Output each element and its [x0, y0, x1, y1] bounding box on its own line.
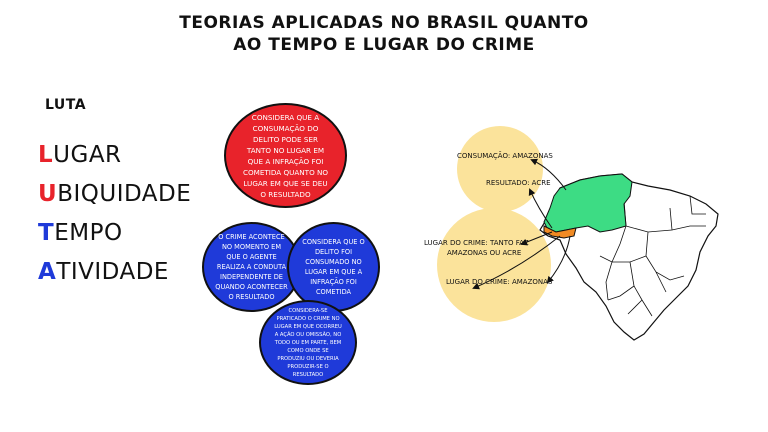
mnemonic-rest-lugar: UGAR: [53, 142, 122, 168]
circle-ubiquidade-text: CONSIDERA QUE A CONSUMAÇÃO DO DELITO POD…: [242, 112, 329, 199]
circle-atividade-text: O CRIME ACONTECE NO MOMENTO EM QUE O AGE…: [215, 233, 288, 301]
mnemonic-rest-atividade: TIVIDADE: [56, 259, 169, 285]
state-amazonas: [543, 173, 633, 233]
circle-ubiquidade: CONSIDERA QUE A CONSUMAÇÃO DO DELITO POD…: [224, 103, 347, 208]
mnemonic-item-tempo: TEMPO: [38, 214, 191, 253]
label-lugar-amazonas: LUGAR DO CRIME: AMAZONAS: [446, 278, 553, 286]
label-tanto-faz-line2: AMAZONAS OU ACRE: [447, 249, 522, 257]
title-line-1: TEORIAS APLICADAS NO BRASIL QUANTO: [179, 13, 589, 33]
page-title: TEORIAS APLICADAS NO BRASIL QUANTO AO TE…: [0, 12, 768, 56]
mnemonic-letter-u: U: [38, 181, 58, 207]
mnemonic-letter-l: L: [38, 142, 54, 168]
luta-label: LUTA: [45, 97, 87, 113]
circle-atividade: O CRIME ACONTECE NO MOMENTO EM QUE O AGE…: [202, 222, 301, 312]
arrow-amazonas: [546, 235, 571, 284]
mnemonic-item-ubiquidade: UBIQUIDADE: [38, 175, 191, 214]
circle-resultado: CONSIDERA QUE O DELITO FOI CONSUMADO NO …: [287, 222, 380, 312]
label-consumacao: CONSUMAÇÃO: AMAZONAS: [457, 152, 553, 160]
circle-resultado-text: CONSIDERA QUE O DELITO FOI CONSUMADO NO …: [302, 238, 365, 296]
label-tanto-faz-line1: LUGAR DO CRIME: TANTO FAZ: [424, 239, 529, 247]
bubble-upper: [457, 126, 543, 212]
circle-mista: CONSIDERA-SE PRATICADO O CRIME NO LUGAR …: [259, 300, 357, 385]
mnemonic-item-lugar: LUGAR: [38, 136, 191, 175]
arrow-tanto-faz: [520, 231, 553, 246]
title-line-2: AO TEMPO E LUGAR DO CRIME: [233, 35, 535, 55]
state-acre: [543, 225, 577, 239]
luta-mnemonic-list: LUGAR UBIQUIDADE TEMPO ATIVIDADE: [38, 136, 191, 292]
arrow-to-circle: [472, 235, 561, 290]
mnemonic-rest-tempo: EMPO: [54, 220, 123, 246]
mnemonic-item-atividade: ATIVIDADE: [38, 253, 191, 292]
bubble-lower: [437, 208, 551, 322]
label-resultado: RESULTADO: ACRE: [486, 179, 551, 187]
circle-mista-text: CONSIDERA-SE PRATICADO O CRIME NO LUGAR …: [274, 307, 342, 378]
mnemonic-letter-a: A: [38, 259, 57, 285]
mnemonic-rest-ubiquidade: BIQUIDADE: [57, 181, 192, 207]
arrow-consumacao: [530, 158, 567, 191]
arrow-resultado: [528, 188, 553, 229]
mnemonic-letter-t: T: [38, 220, 55, 246]
